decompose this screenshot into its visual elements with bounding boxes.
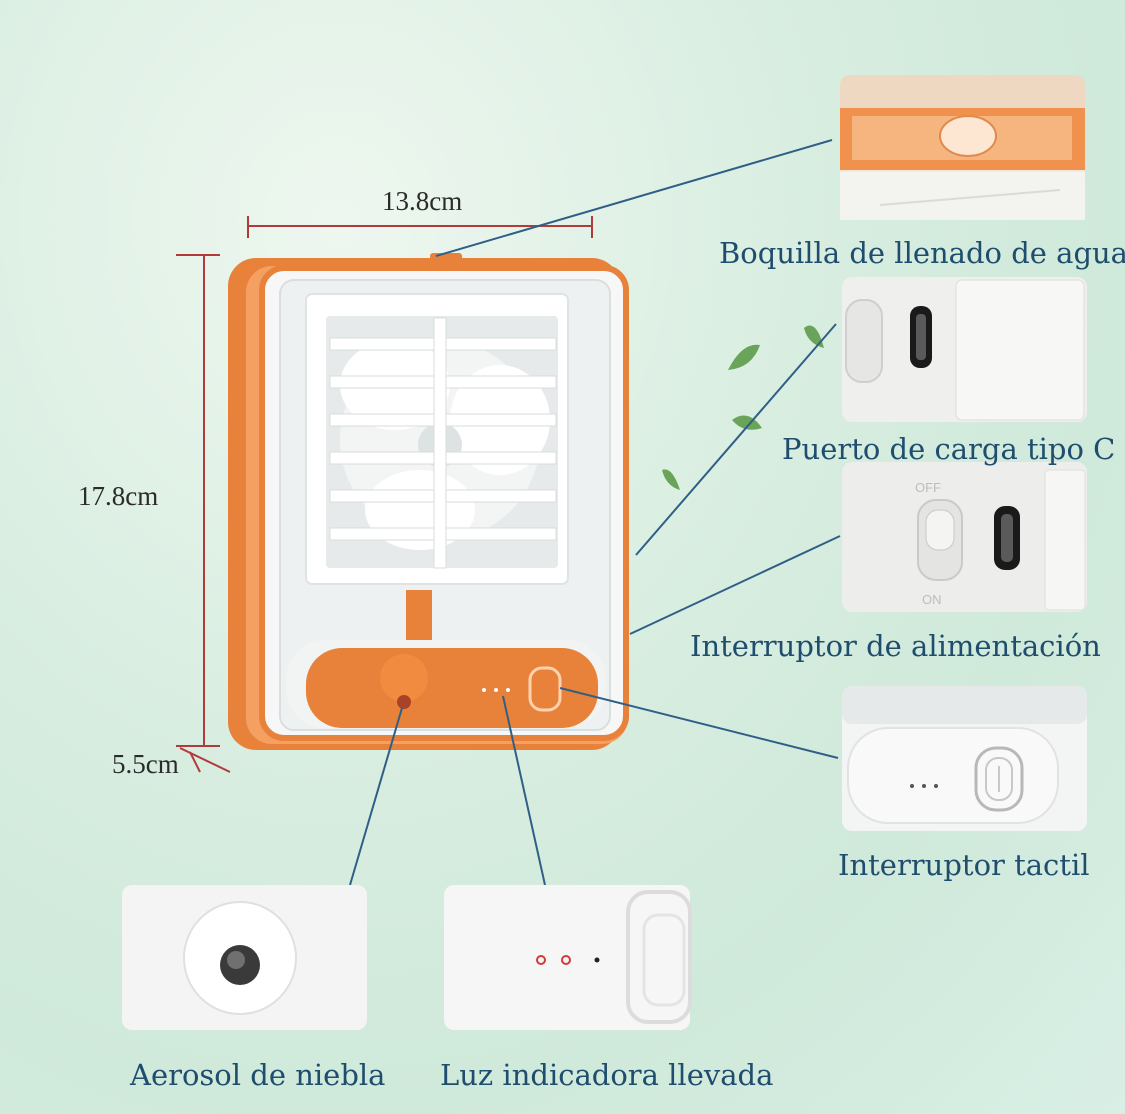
power-switch-closeup	[842, 462, 1087, 612]
caption-touch-switch: Interruptor tactil	[838, 848, 1090, 882]
caption-indicator-light: Luz indicadora llevada	[440, 1058, 774, 1092]
leader-lines	[349, 139, 841, 886]
caption-mist-spray: Aerosol de niebla	[130, 1058, 386, 1092]
touch-switch-closeup	[842, 686, 1087, 831]
indicator-light-closeup	[444, 885, 692, 1030]
switch-off-label: OFF	[915, 480, 941, 495]
fan-device	[228, 253, 629, 750]
charging-port-closeup	[842, 277, 1087, 422]
depth-label: 5.5cm	[112, 749, 179, 779]
caption-charging-port: Puerto de carga tipo C	[782, 432, 1116, 466]
leaf-icon	[728, 344, 760, 370]
mist-spray-closeup	[122, 885, 367, 1030]
dimension-lines	[176, 216, 593, 773]
caption-water-nozzle: Boquilla de llenado de agua	[719, 236, 1125, 270]
leaf-icon	[804, 325, 824, 348]
caption-power-switch: Interruptor de alimentación	[690, 629, 1101, 663]
width-label: 13.8cm	[382, 186, 463, 216]
leaf-icon	[662, 469, 680, 490]
water-nozzle-closeup	[840, 75, 1085, 220]
switch-on-label: ON	[922, 592, 942, 607]
leaf-icon	[732, 415, 762, 430]
height-label: 17.8cm	[78, 481, 159, 511]
